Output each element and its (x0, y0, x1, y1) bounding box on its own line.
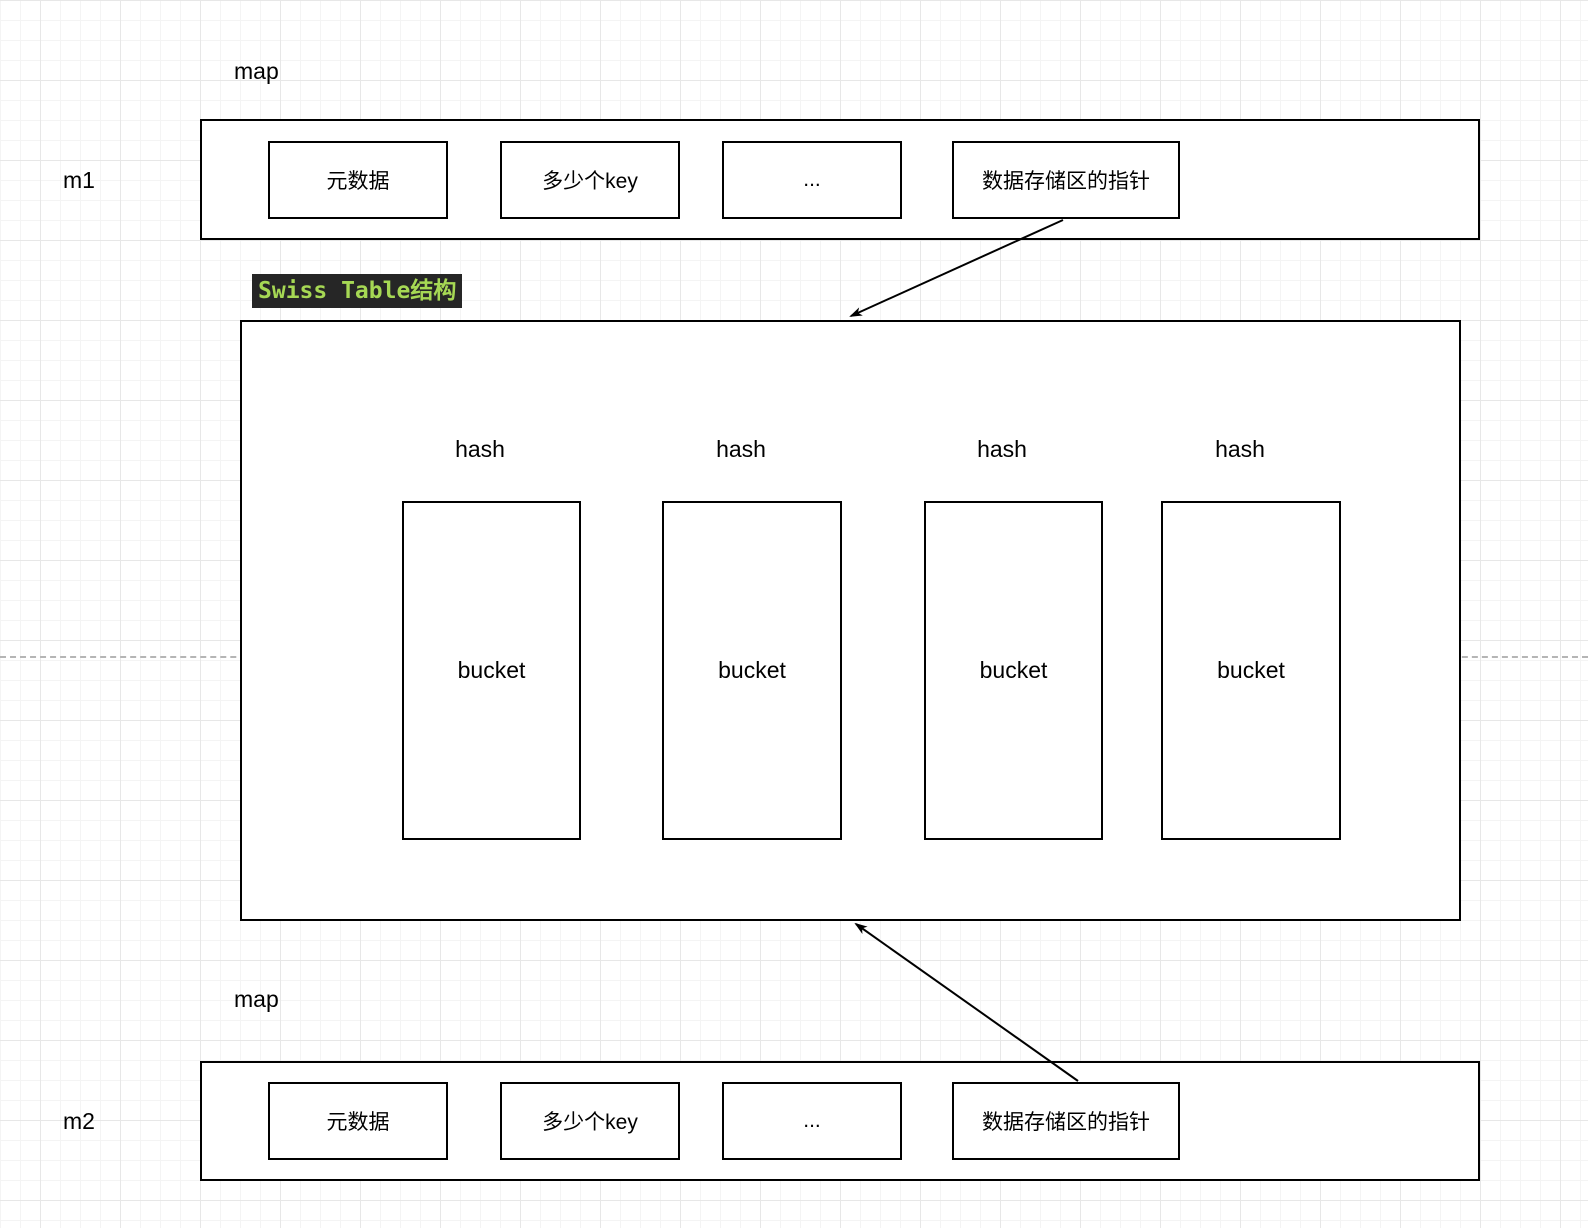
bucket-box-3: bucket (1161, 501, 1341, 840)
map-struct-rect-m2 (200, 1061, 1480, 1181)
bucket-label-1: bucket (718, 657, 786, 683)
map-type-label-m1: map (234, 58, 279, 84)
bucket-box-1: bucket (662, 501, 842, 840)
hash-label-3: hash (1215, 436, 1265, 462)
hash-label-0: hash (455, 436, 505, 462)
m1-field-key-count: 多少个key (500, 141, 680, 219)
m2-field-data-pointer: 数据存储区的指针 (952, 1082, 1180, 1160)
pointer-arrow-m2-to-swiss-table (854, 922, 1079, 1082)
bucket-label-0: bucket (457, 657, 526, 683)
bucket-label-2: bucket (979, 657, 1048, 683)
swiss-table-title-badge: Swiss Table结构 (252, 274, 463, 308)
hash-label-2: hash (977, 436, 1027, 462)
m1-field-ellipsis: ... (722, 141, 902, 219)
bucket-label-3: bucket (1217, 657, 1285, 683)
map-name-label-m1: m1 (63, 167, 95, 193)
map-name-label-m2: m2 (63, 1108, 95, 1134)
m1-field-data-pointer: 数据存储区的指针 (952, 141, 1180, 219)
hash-label-1: hash (716, 436, 766, 462)
m2-field-metadata: 元数据 (268, 1082, 448, 1160)
bucket-box-2: bucket (924, 501, 1103, 840)
map-type-label-m2: map (234, 986, 279, 1012)
m2-field-ellipsis: ... (722, 1082, 902, 1160)
m1-field-metadata: 元数据 (268, 141, 448, 219)
bucket-box-0: bucket (402, 501, 581, 840)
m2-field-key-count: 多少个key (500, 1082, 680, 1160)
